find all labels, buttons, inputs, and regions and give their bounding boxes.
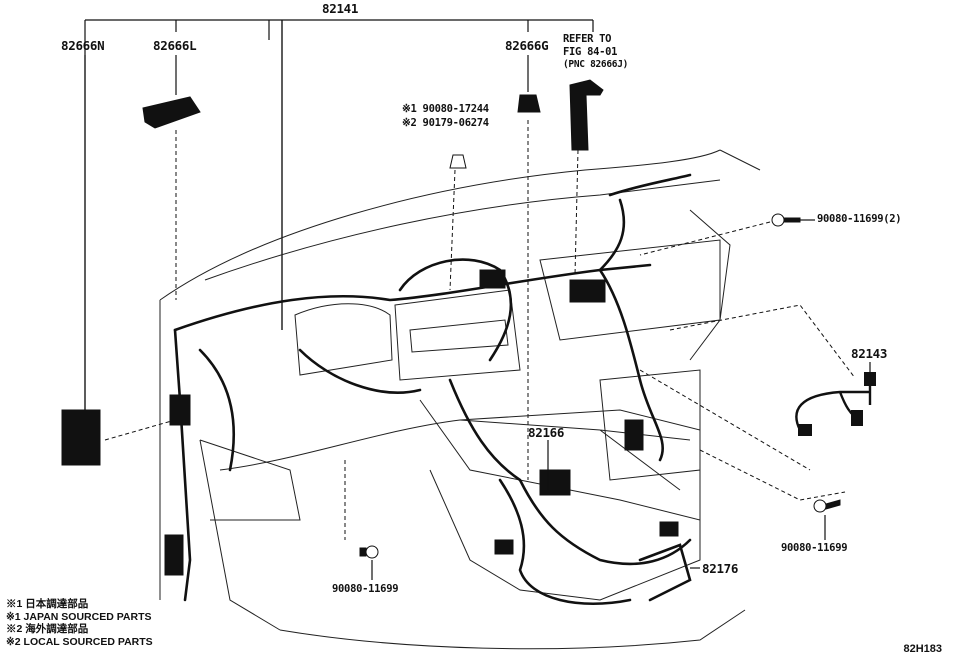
label-82666L: 82666L xyxy=(153,38,197,53)
bolt-bottom xyxy=(365,545,379,559)
conn-3 xyxy=(479,269,506,289)
conn-5 xyxy=(539,469,571,496)
conn-7 xyxy=(659,521,679,537)
harness-top-right xyxy=(598,173,692,272)
leader-82141-bracket xyxy=(84,19,594,420)
right-panel xyxy=(539,239,721,341)
conn-82143-b xyxy=(851,410,863,426)
bolt-bottom-shaft xyxy=(359,547,367,557)
diagram-ref: 82H183 xyxy=(903,643,942,655)
glovebox xyxy=(599,369,701,481)
harness-main xyxy=(173,263,652,332)
vent-box xyxy=(409,319,509,353)
harness-82176 xyxy=(638,543,692,602)
label-bolt1-a: ※1 90080-17244 xyxy=(402,103,489,115)
clip-82666G xyxy=(517,94,541,113)
legend-line-4: ※2 LOCAL SOURCED PARTS xyxy=(6,635,153,648)
label-82666N: 82666N xyxy=(61,38,105,53)
label-82143: 82143 xyxy=(851,346,888,361)
center-stack xyxy=(394,289,521,381)
cluster xyxy=(294,303,393,376)
legend-line-3: ※2 海外調達部品 xyxy=(6,623,89,635)
label-refer-1: REFER TO xyxy=(563,33,612,45)
left-lower xyxy=(199,439,301,521)
bolt-rb-shaft xyxy=(825,499,841,510)
dash-outline-lower xyxy=(219,409,701,520)
bolt-rb xyxy=(813,499,827,513)
harness-left xyxy=(173,328,192,602)
dash-outline-top xyxy=(159,149,721,301)
harness-mid xyxy=(298,348,422,394)
harness-right xyxy=(598,268,665,462)
clip-82666N xyxy=(61,409,101,466)
label-82141: 82141 xyxy=(322,1,359,16)
conn-82143-a xyxy=(798,424,812,436)
dash-outline-left xyxy=(159,300,281,631)
dash-82143-a xyxy=(669,304,856,379)
conn-1 xyxy=(169,394,191,426)
label-refer-2: FIG 84-01 xyxy=(563,46,618,58)
label-refer-3: (PNC 82666J) xyxy=(563,59,629,70)
dash-outline-right xyxy=(689,149,761,361)
dash-outline-top2 xyxy=(204,179,721,281)
dash-bolt-rb xyxy=(699,449,846,501)
legend: ※1 日本調達部品 ※1 JAPAN SOURCED PARTS ※2 海外調達… xyxy=(6,598,153,648)
harness-down xyxy=(448,378,692,566)
conn-2 xyxy=(164,534,184,576)
bolt-rt-shaft xyxy=(783,217,801,223)
label-82176: 82176 xyxy=(702,561,739,576)
conn-6 xyxy=(624,419,644,451)
label-bolt-bottom: 90080-11699 xyxy=(332,583,399,595)
console-top xyxy=(459,419,691,491)
harness-left2 xyxy=(198,348,236,472)
dash-bolt1 xyxy=(449,169,456,291)
dash-bolt-rt xyxy=(639,221,771,256)
label-bolt1-b: ※2 90179-06274 xyxy=(402,117,489,129)
dash-82143-b xyxy=(639,369,811,471)
label-bolt-rt: 90080-11699(2) xyxy=(817,213,902,225)
legend-line-2: ※1 JAPAN SOURCED PARTS xyxy=(6,610,152,623)
label-82666G: 82666G xyxy=(505,38,549,53)
label-bolt-rb: 90080-11699 xyxy=(781,542,848,554)
bolt1 xyxy=(449,154,467,169)
legend-line-1: ※1 日本調達部品 xyxy=(6,598,89,610)
conn-4 xyxy=(569,279,606,303)
harness-console xyxy=(498,478,632,606)
floor xyxy=(279,609,746,650)
label-82166: 82166 xyxy=(528,425,565,440)
conn-8 xyxy=(494,539,514,555)
clip-82666L xyxy=(142,96,201,129)
conn-82143-c xyxy=(864,372,876,386)
clip-82666J xyxy=(569,79,604,151)
bolt-rt xyxy=(771,213,785,227)
dash-82666N xyxy=(104,419,176,441)
